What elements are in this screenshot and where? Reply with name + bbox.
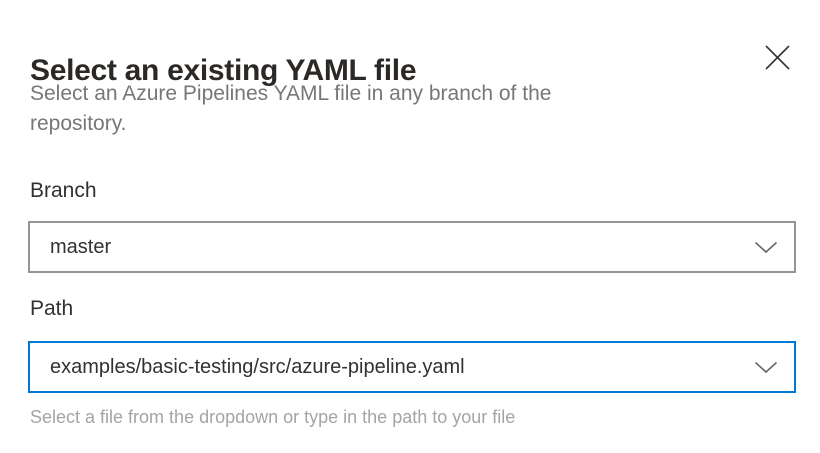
dialog-subtitle: Select an Azure Pipelines YAML file in a… xyxy=(30,82,552,135)
path-select[interactable] xyxy=(28,341,796,393)
branch-label: Branch xyxy=(30,179,97,202)
branch-input[interactable] xyxy=(30,235,738,259)
path-helper-text: Select a file from the dropdown or type … xyxy=(30,407,516,427)
page-title: Select an existing YAML file xyxy=(30,54,417,88)
close-button[interactable] xyxy=(758,38,796,76)
chevron-down-icon xyxy=(738,361,794,374)
branch-select[interactable] xyxy=(28,221,796,273)
path-label: Path xyxy=(30,297,74,320)
path-input[interactable] xyxy=(30,355,738,379)
close-icon xyxy=(764,44,791,71)
chevron-down-icon xyxy=(738,241,794,254)
